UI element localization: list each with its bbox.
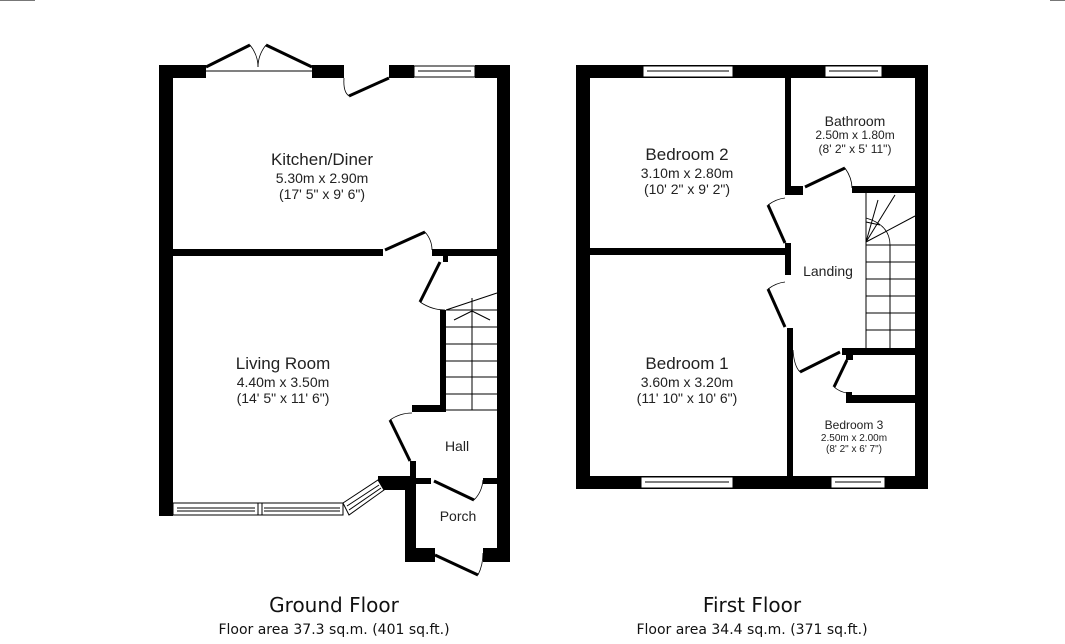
room-bedroom-2: Bedroom 2 3.10m x 2.80m (10' 2" x 9' 2") bbox=[641, 145, 734, 197]
room-bedroom-1: Bedroom 1 3.60m x 3.20m (11' 10" x 10' 6… bbox=[637, 354, 738, 406]
room-name: Kitchen/Diner bbox=[270, 150, 374, 169]
room-name: Bathroom bbox=[824, 113, 886, 129]
ground-stairs bbox=[445, 292, 498, 411]
ground-floor-title: Ground Floor bbox=[269, 593, 399, 617]
corner-mark-left bbox=[0, 0, 35, 1]
ground-floor-area: Floor area 37.3 sq.m. (401 sq.ft.) bbox=[218, 622, 450, 638]
room-porch: Porch bbox=[440, 508, 477, 524]
room-imperial: (14' 5" x 11' 6") bbox=[236, 389, 330, 406]
room-metric: 4.40m x 3.50m bbox=[236, 373, 330, 390]
room-name: Landing bbox=[803, 263, 853, 279]
room-metric: 3.60m x 3.20m bbox=[640, 373, 734, 390]
ground-floor-plan bbox=[159, 43, 510, 577]
room-metric: 5.30m x 2.90m bbox=[275, 169, 369, 186]
room-name: Bedroom 1 bbox=[645, 354, 729, 373]
first-floor-stairs bbox=[865, 193, 916, 348]
room-name: Hall bbox=[444, 438, 470, 454]
room-imperial: (17' 5" x 9' 6") bbox=[278, 185, 366, 202]
first-floor-title: First Floor bbox=[702, 593, 802, 617]
corner-mark-right bbox=[1050, 0, 1065, 1]
room-bedroom-3: Bedroom 3 2.50m x 2.00m (8' 2" x 6' 7") bbox=[820, 418, 888, 456]
room-metric: 2.50m x 1.80m bbox=[815, 128, 895, 143]
room-living-room: Living Room 4.40m x 3.50m (14' 5" x 11' … bbox=[236, 354, 331, 406]
first-floor-plan bbox=[576, 65, 928, 489]
room-imperial: (11' 10" x 10' 6") bbox=[636, 389, 738, 406]
room-metric: 2.50m x 2.00m bbox=[820, 432, 888, 444]
room-metric: 3.10m x 2.80m bbox=[640, 164, 734, 181]
room-name: Bedroom 3 bbox=[824, 418, 884, 432]
room-imperial: (10' 2" x 9' 2") bbox=[643, 180, 731, 197]
room-kitchen-diner: Kitchen/Diner 5.30m x 2.90m (17' 5" x 9'… bbox=[271, 150, 373, 202]
first-floor-area: Floor area 34.4 sq.m. (371 sq.ft.) bbox=[636, 622, 868, 638]
room-imperial: (8' 2" x 5' 11") bbox=[818, 141, 892, 156]
room-bathroom: Bathroom 2.50m x 1.80m (8' 2" x 5' 11") bbox=[815, 113, 894, 157]
room-name: Living Room bbox=[235, 354, 331, 373]
room-hall: Hall bbox=[445, 438, 469, 454]
room-name: Porch bbox=[439, 508, 477, 524]
room-landing: Landing bbox=[803, 263, 853, 279]
room-name: Bedroom 2 bbox=[645, 145, 729, 164]
room-imperial: (8' 2" x 6' 7") bbox=[826, 444, 882, 456]
